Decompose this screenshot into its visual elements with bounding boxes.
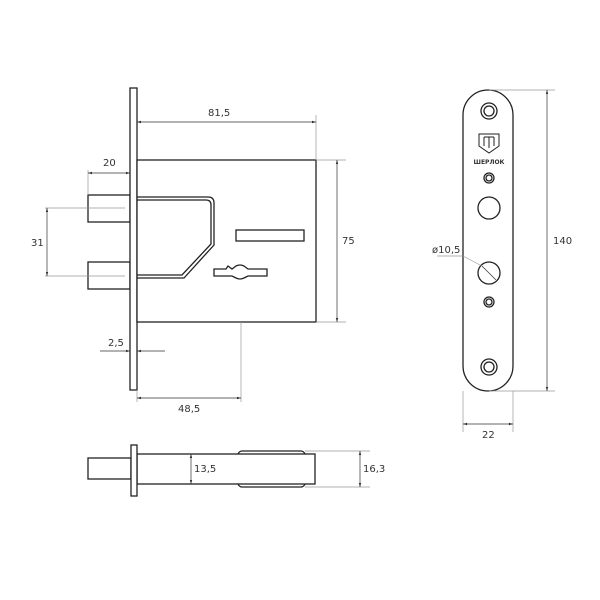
bolt-bar (137, 196, 215, 279)
dim-bolt-spacing: 31 (31, 238, 44, 249)
upper-bolt (87, 194, 131, 223)
slot (235, 229, 305, 242)
brand-logo-icon (478, 133, 500, 154)
dim-strike-length: 140 (553, 236, 572, 247)
dim-backset: 48,5 (178, 404, 200, 415)
dim-body-width: 81,5 (208, 108, 230, 119)
dim-total-thickness: 16,3 (363, 464, 385, 475)
dim-plate-thickness: 2,5 (108, 338, 124, 349)
dim-bolt-length: 20 (103, 158, 116, 169)
bottom-view: 13,5 16,3 (87, 444, 385, 497)
faceplate (129, 87, 138, 391)
front-view: 31 20 81,5 75 2,5 48,5 (31, 87, 355, 415)
dim-body-thickness: 13,5 (194, 464, 216, 475)
dim-strike-width: 22 (482, 430, 495, 441)
strike-plate: ШЕРЛОК ø10,5 140 22 (432, 89, 572, 441)
dim-body-height: 75 (342, 236, 355, 247)
dim-hole-diameter: ø10,5 (432, 245, 460, 256)
lower-bolt (87, 261, 131, 290)
keyhole (213, 264, 268, 280)
brand-label: ШЕРЛОК (474, 159, 505, 166)
